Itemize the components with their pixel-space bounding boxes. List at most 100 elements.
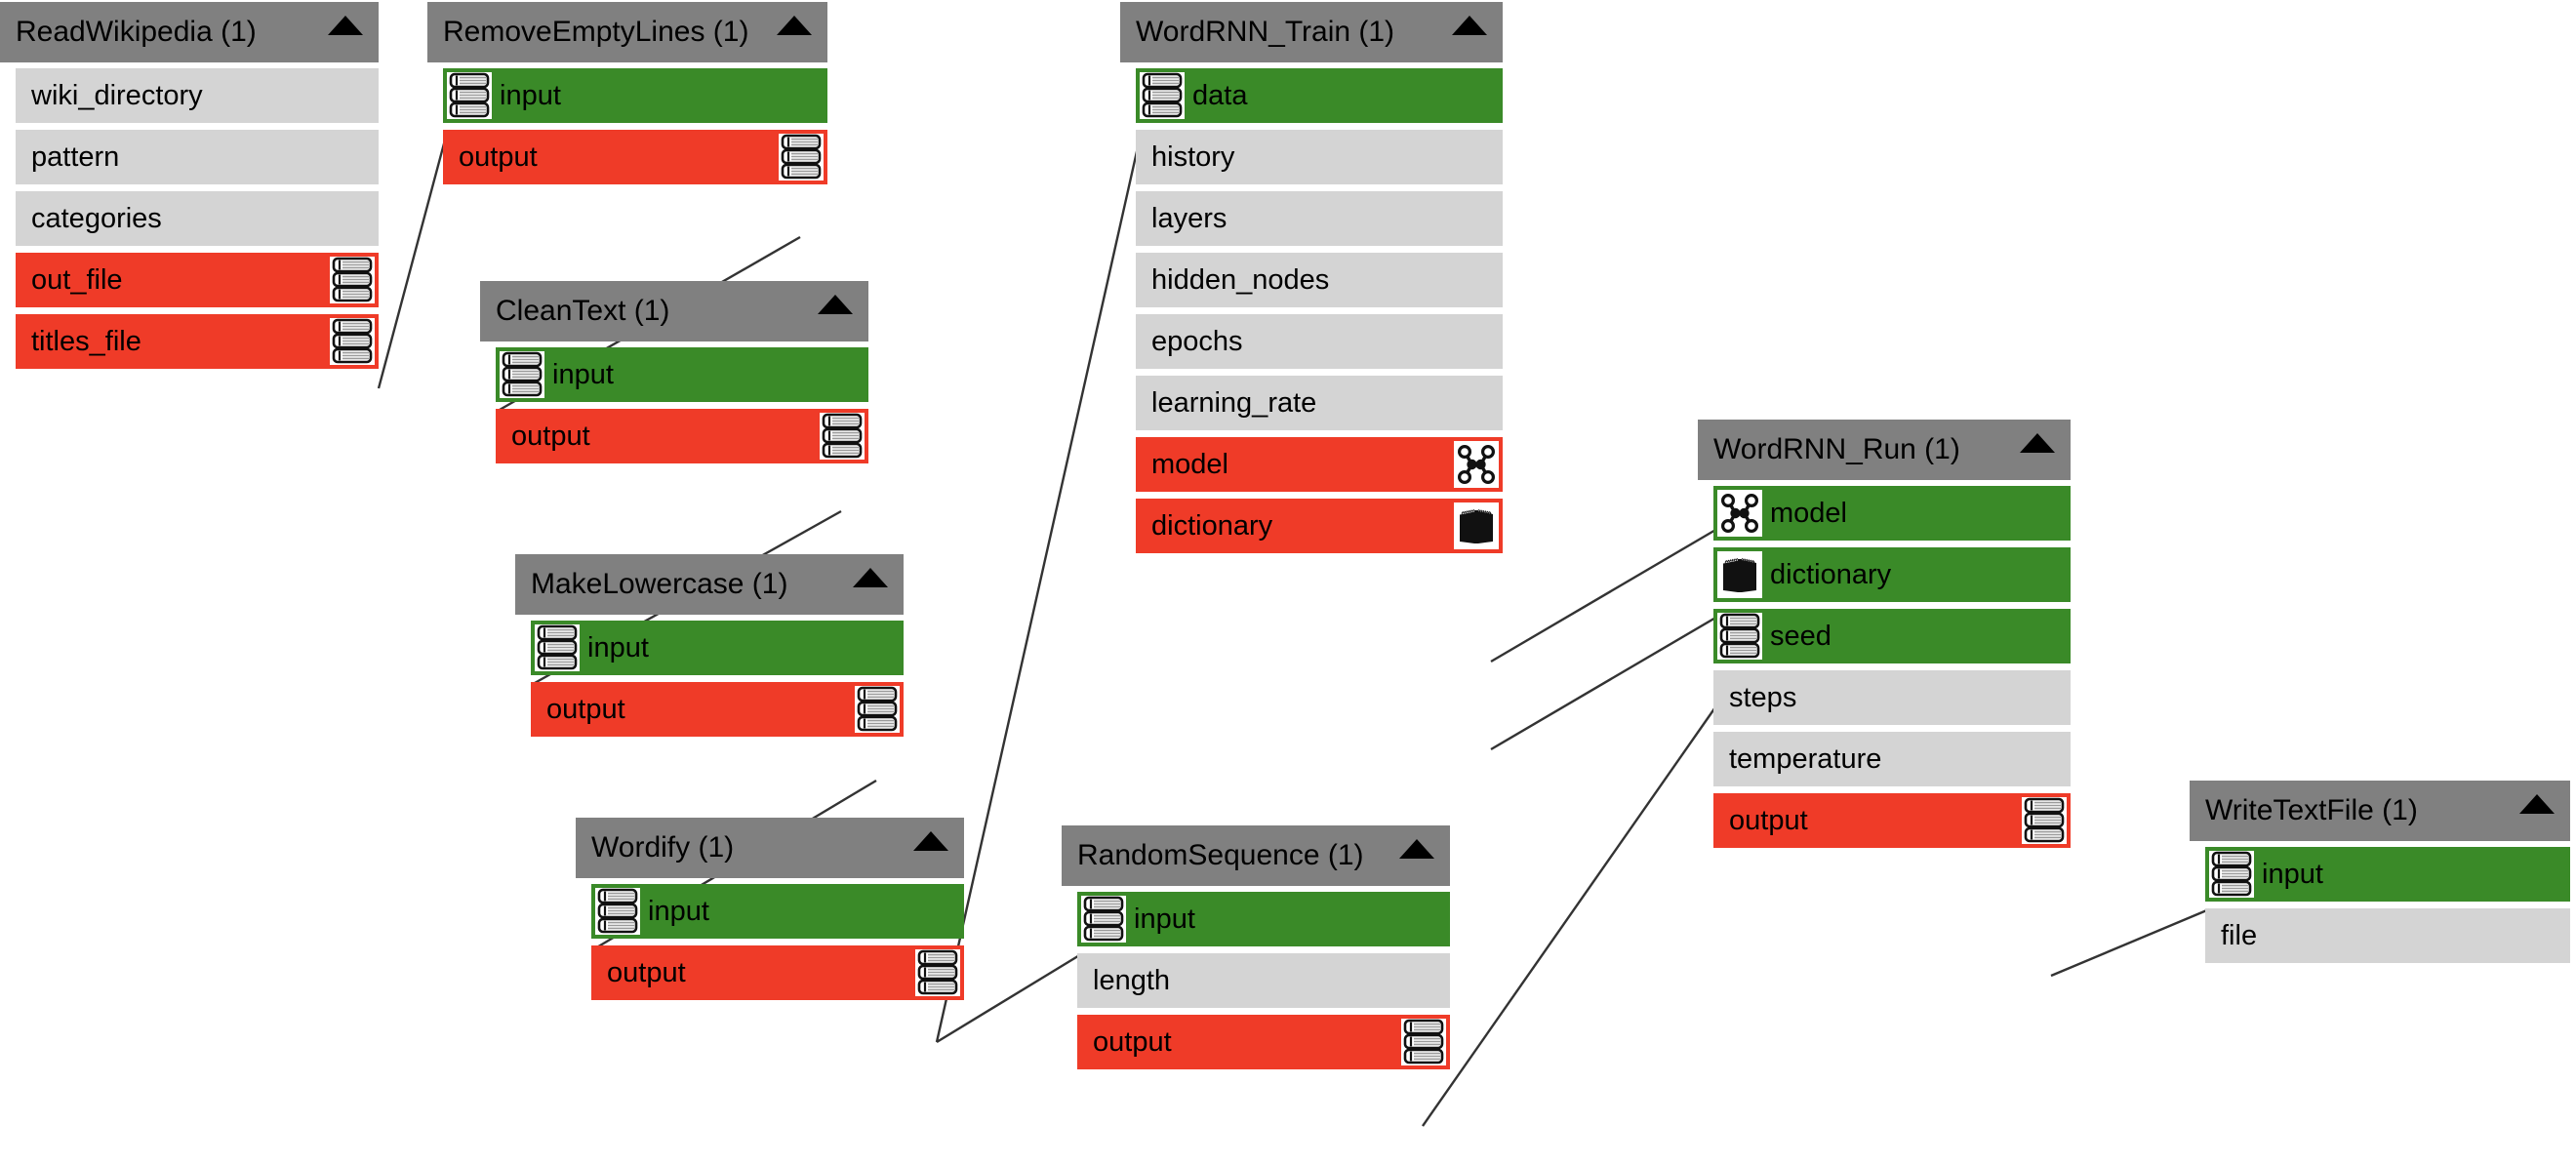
node-header-wordrnnrun[interactable]: WordRNN_Run (1) (1698, 420, 2071, 480)
node-rows: input output (576, 884, 964, 1000)
row-wordrnntrain-data[interactable]: data (1136, 68, 1503, 123)
row-readwikipedia-wiki-directory[interactable]: wiki_directory (16, 68, 379, 123)
node-removeemptylines[interactable]: RemoveEmptyLines (1) input output (427, 2, 827, 191)
books-stack-icon[interactable] (447, 72, 492, 119)
row-randomsequence-length[interactable]: length (1077, 953, 1450, 1008)
row-wordrnnrun-steps[interactable]: steps (1713, 670, 2071, 725)
network-graph-icon[interactable] (1717, 490, 1762, 537)
triangle-up-icon[interactable] (777, 16, 812, 35)
row-wordrnnrun-seed[interactable]: seed (1713, 609, 2071, 663)
row-wordrnntrain-history[interactable]: history (1136, 130, 1503, 184)
node-header-randomsequence[interactable]: RandomSequence (1) (1062, 825, 1450, 886)
row-readwikipedia-pattern[interactable]: pattern (16, 130, 379, 184)
node-wordify[interactable]: Wordify (1) input output (576, 818, 964, 1007)
row-randomsequence-output[interactable]: output (1077, 1015, 1450, 1069)
network-graph-icon[interactable] (1454, 441, 1499, 488)
books-stack-icon[interactable] (2022, 797, 2067, 844)
row-label: input (648, 895, 709, 927)
row-writetextfile-file[interactable]: file (2205, 908, 2570, 963)
books-stack-icon[interactable] (1717, 613, 1762, 660)
row-wordrnntrain-learning-rate[interactable]: learning_rate (1136, 376, 1503, 430)
books-stack-icon[interactable] (2209, 851, 2254, 898)
row-wordrnntrain-model[interactable]: model (1136, 437, 1503, 492)
books-stack-icon[interactable] (1140, 72, 1185, 119)
node-title: RandomSequence (1) (1077, 839, 1364, 871)
connection-wire (1490, 527, 1718, 663)
node-header-wordrnntrain[interactable]: WordRNN_Train (1) (1120, 2, 1503, 62)
books-stack-icon[interactable] (330, 257, 375, 303)
triangle-up-icon[interactable] (1399, 839, 1434, 859)
row-label: layers (1151, 202, 1228, 234)
row-label: epochs (1151, 325, 1243, 357)
books-stack-icon[interactable] (330, 318, 375, 365)
books-stack-icon[interactable] (779, 134, 824, 181)
row-label: pattern (31, 141, 120, 173)
row-label: dictionary (1770, 558, 1892, 590)
row-wordrnntrain-hidden-nodes[interactable]: hidden_nodes (1136, 253, 1503, 307)
books-stack-icon[interactable] (855, 686, 900, 733)
node-randomsequence[interactable]: RandomSequence (1) input length output (1062, 825, 1450, 1076)
node-header-makelowercase[interactable]: MakeLowercase (1) (515, 554, 904, 615)
node-header-writetextfile[interactable]: WriteTextFile (1) (2190, 781, 2570, 841)
triangle-up-icon[interactable] (913, 831, 948, 851)
books-stack-icon[interactable] (500, 351, 544, 398)
row-readwikipedia-titles-file[interactable]: titles_file (16, 314, 379, 369)
row-writetextfile-input[interactable]: input (2205, 847, 2570, 902)
books-stack-icon[interactable] (820, 413, 865, 460)
open-book-icon[interactable] (1717, 551, 1762, 598)
row-label: output (1093, 1025, 1172, 1058)
row-wordrnntrain-dictionary[interactable]: dictionary (1136, 499, 1503, 553)
row-label: output (511, 420, 590, 452)
node-title: RemoveEmptyLines (1) (443, 16, 749, 48)
node-header-cleantext[interactable]: CleanText (1) (480, 281, 868, 341)
node-header-removeemptylines[interactable]: RemoveEmptyLines (1) (427, 2, 827, 62)
row-label: file (2221, 919, 2258, 951)
triangle-up-icon[interactable] (2020, 433, 2055, 453)
row-label: input (552, 358, 614, 390)
books-stack-icon[interactable] (1401, 1019, 1446, 1065)
node-title: MakeLowercase (1) (531, 568, 788, 600)
books-stack-icon[interactable] (1081, 896, 1126, 943)
books-stack-icon[interactable] (535, 624, 580, 671)
triangle-up-icon[interactable] (1452, 16, 1487, 35)
row-wordrnnrun-dictionary[interactable]: dictionary (1713, 547, 2071, 602)
triangle-up-icon[interactable] (2519, 794, 2555, 814)
row-cleantext-output[interactable]: output (496, 409, 868, 463)
row-wordrnnrun-model[interactable]: model (1713, 486, 2071, 541)
row-randomsequence-input[interactable]: input (1077, 892, 1450, 946)
row-wordrnnrun-output[interactable]: output (1713, 793, 2071, 848)
row-readwikipedia-out-file[interactable]: out_file (16, 253, 379, 307)
triangle-up-icon[interactable] (328, 16, 363, 35)
node-cleantext[interactable]: CleanText (1) input output (480, 281, 868, 470)
node-title: ReadWikipedia (1) (16, 16, 257, 48)
node-writetextfile[interactable]: WriteTextFile (1) input file (2190, 781, 2570, 970)
node-makelowercase[interactable]: MakeLowercase (1) input output (515, 554, 904, 743)
row-removeemptylines-input[interactable]: input (443, 68, 827, 123)
row-wordrnntrain-epochs[interactable]: epochs (1136, 314, 1503, 369)
row-cleantext-input[interactable]: input (496, 347, 868, 402)
row-wordrnntrain-layers[interactable]: layers (1136, 191, 1503, 246)
node-title: WordRNN_Train (1) (1136, 16, 1395, 48)
node-header-readwikipedia[interactable]: ReadWikipedia (1) (0, 2, 379, 62)
open-book-icon[interactable] (1454, 502, 1499, 549)
row-removeemptylines-output[interactable]: output (443, 130, 827, 184)
row-wordify-output[interactable]: output (591, 945, 964, 1000)
books-stack-icon[interactable] (915, 949, 960, 996)
row-makelowercase-input[interactable]: input (531, 621, 904, 675)
row-wordify-input[interactable]: input (591, 884, 964, 939)
row-wordrnnrun-temperature[interactable]: temperature (1713, 732, 2071, 786)
triangle-up-icon[interactable] (818, 295, 853, 314)
row-label: data (1192, 79, 1248, 111)
node-wordrnnrun[interactable]: WordRNN_Run (1) model dictionary seed steps t… (1698, 420, 2071, 855)
row-makelowercase-output[interactable]: output (531, 682, 904, 737)
node-wordrnntrain[interactable]: WordRNN_Train (1) data history layers hidden… (1120, 2, 1503, 560)
books-stack-icon[interactable] (595, 888, 640, 935)
row-readwikipedia-categories[interactable]: categories (16, 191, 379, 246)
node-rows: input output (480, 347, 868, 463)
triangle-up-icon[interactable] (853, 568, 888, 587)
connection-wire (1490, 615, 1718, 751)
node-header-wordify[interactable]: Wordify (1) (576, 818, 964, 878)
